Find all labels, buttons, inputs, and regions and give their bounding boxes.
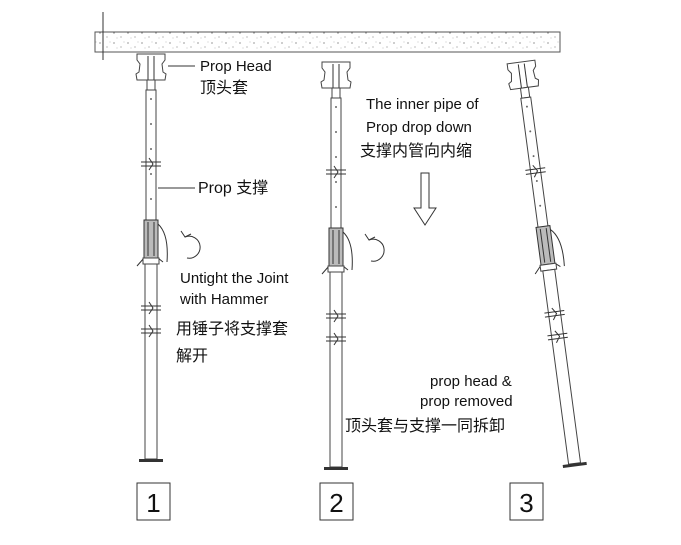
rotate-ccw-icon (368, 238, 385, 262)
step-number-2: 2 (319, 482, 354, 521)
label-prop-head: Prop Head (200, 58, 272, 75)
label-untight-1: Untight the Joint (180, 270, 289, 287)
concrete-slab (94, 12, 561, 60)
svg-text:1: 1 (146, 488, 160, 518)
label-removed-1: prop head & (430, 373, 512, 390)
label-removed-cn: 顶头套与支撑一同拆卸 (345, 417, 505, 435)
rotate-ccw-icon (184, 235, 201, 259)
label-prop: Prop 支撑 (198, 179, 268, 197)
label-untight-cn-2: 解开 (176, 347, 208, 365)
label-prop-head-cn: 顶头套 (200, 79, 248, 97)
label-inner-pipe-1: The inner pipe of (366, 96, 479, 113)
label-removed-2: prop removed (420, 393, 513, 410)
step-number-1: 1 (136, 482, 171, 521)
label-inner-pipe-2: Prop drop down (366, 119, 472, 136)
label-inner-pipe-cn: 支撑内管向内缩 (360, 142, 472, 160)
label-untight-cn-1: 用锤子将支撑套 (176, 320, 288, 338)
prop-step-3-tilted (505, 59, 592, 469)
arrow-down-icon (413, 172, 437, 226)
step-number-3: 3 (509, 482, 544, 521)
svg-text:2: 2 (329, 488, 343, 518)
svg-text:3: 3 (519, 488, 533, 518)
prop-step-2 (320, 61, 353, 471)
prop-step-1 (135, 53, 168, 463)
label-untight-2: with Hammer (179, 291, 268, 308)
